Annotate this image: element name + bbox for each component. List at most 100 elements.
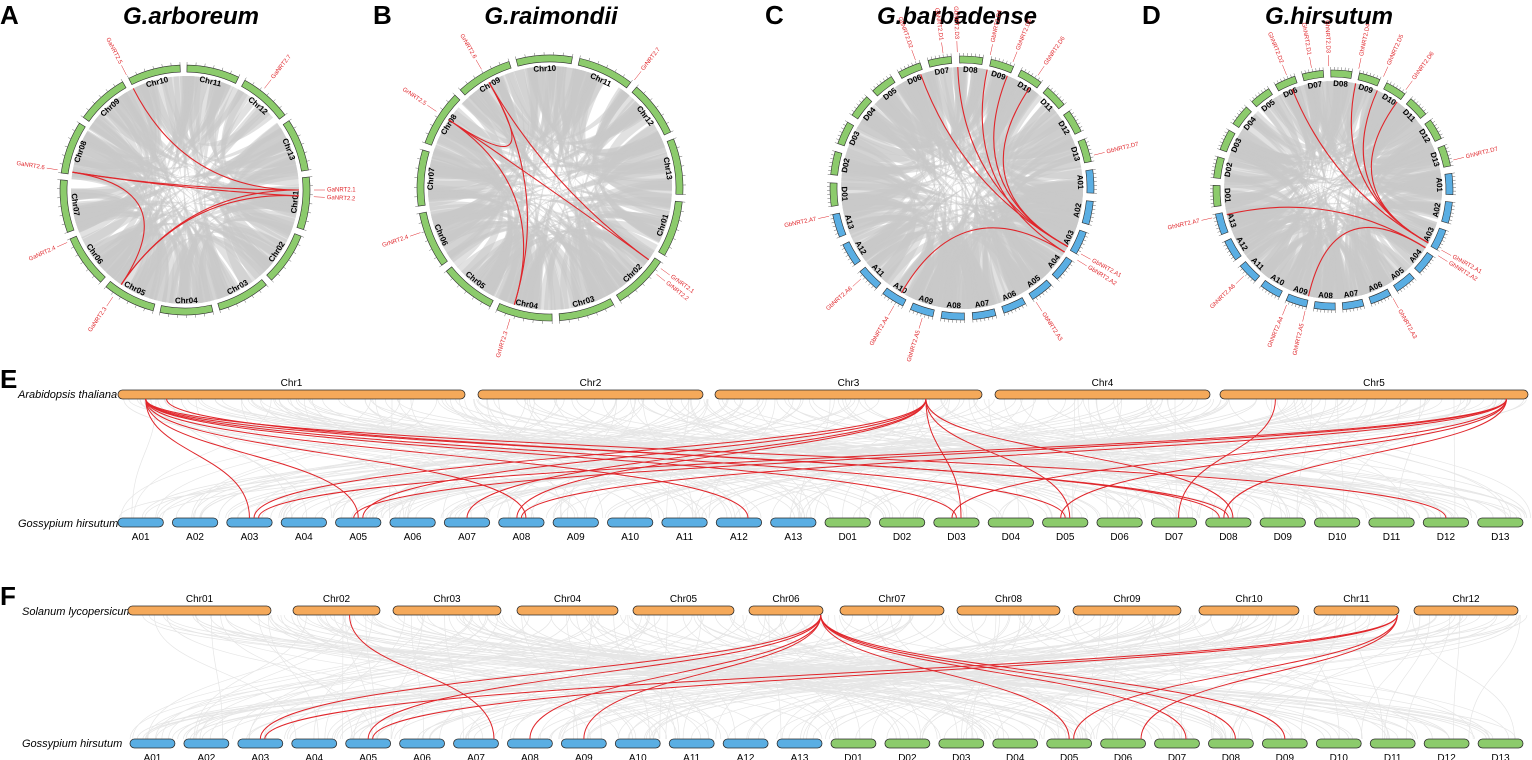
background-link (1265, 398, 1511, 519)
scale-tick (931, 316, 934, 320)
scale-tick (134, 305, 137, 308)
background-link (552, 398, 794, 519)
scale-tick (930, 56, 933, 60)
top-chromosome-bar (632, 605, 735, 616)
chromosome-label: A01 (1075, 174, 1085, 190)
background-link (250, 398, 1180, 519)
gray-synteny-ribbon (487, 76, 672, 191)
background-link (209, 614, 823, 740)
scale-tick (648, 276, 652, 279)
top-chromosome-bar (477, 389, 704, 400)
scale-tick (1018, 307, 1021, 311)
bottom-chromosome-label: A13 (791, 753, 809, 760)
scale-tick (1363, 305, 1365, 309)
scale-tick (661, 113, 665, 116)
scale-tick (1053, 90, 1056, 94)
bottom-chromosome-bar (830, 738, 877, 749)
scale-tick (871, 285, 874, 289)
gray-synteny-ribbon (1226, 208, 1401, 281)
scale-tick (916, 312, 918, 316)
scale-tick (1294, 304, 1297, 308)
scale-tick (1079, 126, 1083, 128)
scale-tick (72, 129, 76, 132)
scale-tick (1213, 217, 1217, 219)
title-g-raimondii: G.raimondii (484, 3, 619, 30)
gray-synteny-ribbon (595, 91, 665, 243)
bottom-chromosome-label: D04 (1002, 532, 1021, 543)
scale-tick (301, 235, 305, 238)
background-link (375, 398, 472, 519)
scale-tick (277, 273, 281, 277)
background-link (260, 398, 1453, 519)
gene-pointer (121, 65, 127, 76)
bottom-chromosome-bar (1096, 517, 1143, 528)
background-link (922, 614, 1166, 740)
background-link (442, 398, 535, 519)
gray-synteny-ribbon (82, 131, 299, 208)
scale-tick (889, 73, 892, 77)
background-link (1210, 614, 1389, 740)
scale-tick (1069, 109, 1072, 112)
red-homolog-link (925, 398, 1071, 519)
background-link (1211, 398, 1337, 519)
bottom-chromosome-bar (1046, 738, 1093, 749)
scale-tick (465, 81, 468, 84)
background-link (919, 614, 1241, 740)
scale-tick (1014, 308, 1017, 312)
scale-tick (862, 277, 866, 280)
gene-label: GhNRT2.D3 (1323, 20, 1330, 54)
red-homolog-link (145, 398, 1447, 519)
chromosome-arc (666, 138, 684, 195)
scale-tick (417, 158, 421, 160)
scale-tick (886, 76, 889, 79)
gene-label: GbNRT2.A4 (869, 315, 891, 347)
background-link (870, 398, 1198, 519)
gray-synteny-ribbon (494, 76, 649, 145)
scale-tick (1444, 233, 1448, 236)
gene-pointer (1392, 298, 1399, 309)
scale-tick (1232, 118, 1236, 121)
scale-tick (1086, 232, 1090, 234)
scale-tick (495, 309, 498, 313)
gray-synteny-ribbon (428, 191, 604, 302)
scale-tick (64, 232, 68, 234)
scale-tick (464, 291, 467, 294)
chromosome-arc (959, 55, 984, 65)
bottom-chromosome-bar (560, 738, 607, 749)
background-link (553, 398, 961, 519)
gene-pointer (475, 59, 482, 70)
background-link (757, 614, 1118, 740)
background-link (1039, 614, 1274, 740)
scale-tick (1273, 82, 1276, 85)
scale-tick (1450, 216, 1454, 218)
background-link (697, 614, 1277, 740)
scale-tick (1441, 240, 1445, 242)
scale-tick (1386, 79, 1389, 83)
gene-pointer (1235, 275, 1244, 284)
scale-tick (1037, 77, 1040, 81)
gene-pointer (1309, 57, 1312, 68)
background-link (644, 614, 1306, 740)
background-link (689, 398, 812, 519)
background-link (915, 398, 1163, 519)
scale-tick (1079, 246, 1083, 249)
red-homolog-link (583, 614, 822, 740)
scale-tick (1374, 302, 1376, 306)
chromosome-arc (1077, 138, 1092, 164)
scale-tick (212, 311, 214, 315)
scale-tick (1241, 107, 1245, 110)
chromosome-arc (1224, 238, 1242, 261)
scale-tick (1003, 313, 1006, 317)
scale-tick (111, 292, 114, 295)
track-name-hirsutum-f: Gossypium hirsutum (22, 738, 122, 750)
bottom-chromosome-bar (498, 517, 545, 528)
bottom-chromosome-bar (668, 738, 715, 749)
scale-tick (842, 123, 846, 126)
red-homolog-link (145, 398, 957, 519)
chromosome-arc (616, 257, 662, 302)
scale-tick (456, 284, 460, 288)
bottom-chromosome-label: D11 (1384, 753, 1402, 760)
chromosome-arc (1341, 298, 1365, 310)
bottom-chromosome-label: A08 (512, 532, 530, 543)
background-link (270, 398, 764, 519)
